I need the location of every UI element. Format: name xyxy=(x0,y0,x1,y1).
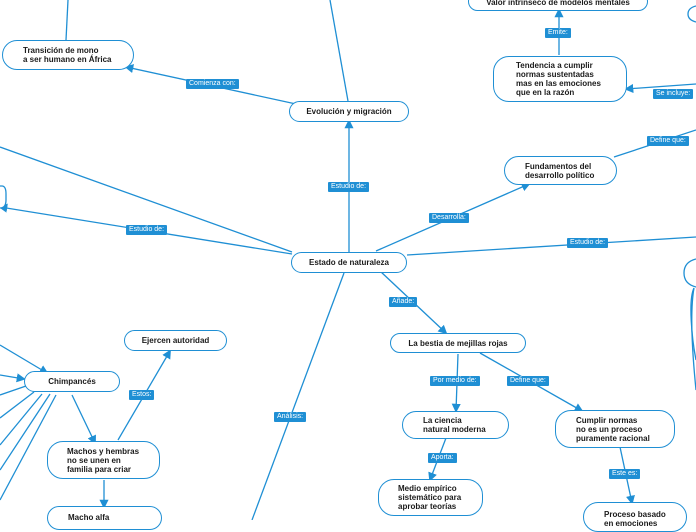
node-cumplir-normas[interactable]: Cumplir normas no es un proceso purament… xyxy=(555,410,675,448)
node-machos-hembras[interactable]: Machos y hembras no se unen en familia p… xyxy=(47,441,160,479)
connector-chimp-out-1 xyxy=(0,385,27,396)
label-analisis: Análisis: xyxy=(274,412,307,422)
edge-node-right-top xyxy=(687,5,696,23)
node-proceso-basado[interactable]: Proceso basado en emociones xyxy=(583,502,687,532)
node-chimpances[interactable]: Chimpancés xyxy=(24,371,120,392)
label-comienza-con: Comienza con: xyxy=(186,79,239,89)
node-macho-alfa[interactable]: Macho alfa xyxy=(47,506,162,530)
node-valor-intrinseco[interactable]: Valor intrínseco de modelos mentales xyxy=(468,0,648,11)
edge-node-right-mid xyxy=(683,258,696,288)
label-aporta: Aporta: xyxy=(428,453,457,463)
node-estado-naturaleza[interactable]: Estado de naturaleza xyxy=(291,252,407,273)
label-define-que: Define que: xyxy=(507,376,549,386)
label-estos: Estos: xyxy=(129,390,155,400)
connector-chimp-out-5 xyxy=(0,394,57,501)
label-anade: Añade: xyxy=(389,297,418,307)
node-medio-empirico[interactable]: Medio empírico sistemático para aprobar … xyxy=(378,479,483,516)
label-estudio-de-1: Estudio de: xyxy=(328,182,370,192)
label-define-que-top: Define que: xyxy=(647,136,689,146)
label-estudio-de-3: Estudio de: xyxy=(567,238,609,248)
label-este-es: Este es: xyxy=(609,469,641,479)
connector-left-long xyxy=(0,146,293,253)
node-evolucion[interactable]: Evolución y migración xyxy=(289,101,409,122)
connector-left-chimp xyxy=(0,344,49,374)
node-transicion[interactable]: Transición de mono a ser humano en Áfric… xyxy=(2,40,134,70)
connector-chimp-out-2 xyxy=(0,391,35,419)
edge-node-left xyxy=(0,185,7,209)
label-estudio-de-2: Estudio de: xyxy=(126,225,168,235)
node-ciencia[interactable]: La ciencia natural moderna xyxy=(402,411,509,439)
node-fundamentos[interactable]: Fundamentos del desarrollo político xyxy=(504,156,617,185)
node-bestia[interactable]: La bestia de mejillas rojas xyxy=(390,333,526,353)
connector-chimp-out-4 xyxy=(0,393,51,471)
label-emite: Emite: xyxy=(545,28,571,38)
label-se-incluye: Se incluye: xyxy=(653,89,694,99)
connector-chimp-machos xyxy=(71,394,96,445)
node-ejercen-autoridad[interactable]: Ejercen autoridad xyxy=(124,330,227,351)
connector-right-bracket-2 xyxy=(691,287,696,391)
connector-chimp-out-3 xyxy=(0,393,43,446)
label-desarrolla: Desarrolla: xyxy=(429,213,469,223)
label-por-medio-de: Por medio de: xyxy=(430,376,480,386)
connector-top-center xyxy=(329,0,349,102)
node-tendencia[interactable]: Tendencia a cumplir normas sustentadas m… xyxy=(493,56,627,102)
connector-right-tendencia xyxy=(624,83,696,94)
connector-right-middle xyxy=(406,236,696,256)
connector-top-left xyxy=(65,0,69,41)
connector-left-chimp-2 xyxy=(0,373,26,383)
connector-estado-down xyxy=(251,272,345,520)
